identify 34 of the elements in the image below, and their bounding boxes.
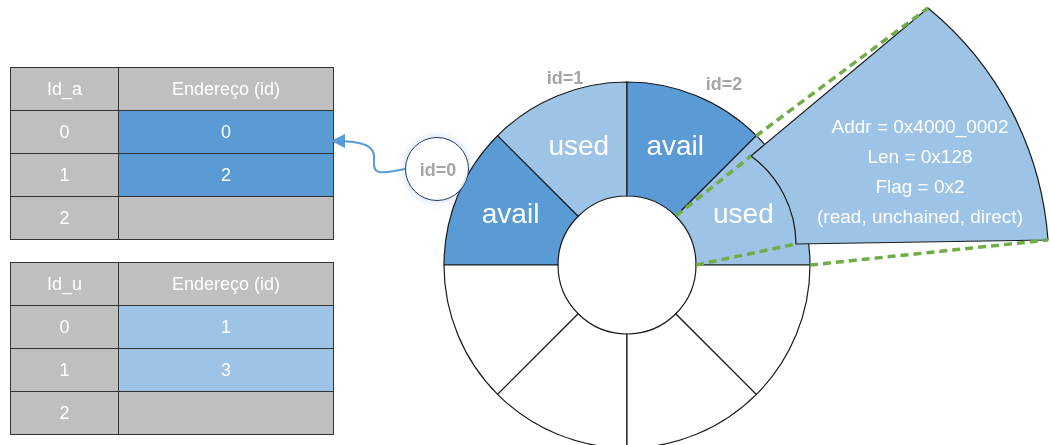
table-cell: 0 [10, 110, 119, 154]
table-cell: 2 [10, 391, 119, 435]
table-cell: 1 [10, 348, 119, 392]
table-cell: 2 [10, 196, 119, 240]
table-cell: 2 [118, 153, 334, 197]
field-text: (read, unchained, direct) [817, 206, 1023, 228]
header-cell: Endereço (id) [118, 67, 334, 111]
zoom-guide-line [809, 238, 1049, 267]
ring-segment [497, 313, 627, 445]
ring-segment [444, 265, 579, 395]
segment-label: avail [646, 129, 704, 162]
id-label: id=2 [705, 73, 743, 95]
id-circle [405, 137, 469, 201]
zoom-guide-line [754, 6, 930, 138]
zoom-guide-line [674, 154, 753, 218]
header-cell: Endereço (id) [118, 262, 334, 306]
table-cell: 0 [118, 110, 334, 154]
table-cell: 0 [10, 305, 119, 349]
ring-segment [627, 313, 757, 445]
segment-label: used [713, 197, 774, 230]
table-cell: 1 [118, 305, 334, 349]
id-label: id=0 [419, 159, 457, 181]
table-cell: 3 [118, 348, 334, 392]
header-cell: Id_u [10, 262, 119, 306]
id-label: id=1 [546, 67, 584, 89]
ring-segment [675, 265, 810, 395]
field-text: Flag = 0x2 [875, 176, 965, 198]
header-cell: Id_a [10, 67, 119, 111]
field-text: Addr = 0x4000_0002 [831, 116, 1009, 138]
arrow [331, 134, 406, 174]
segment-label: used [548, 129, 610, 162]
field-text: Len = 0x128 [867, 146, 973, 168]
segment-label: avail [481, 197, 540, 230]
table-cell: 1 [10, 153, 119, 197]
